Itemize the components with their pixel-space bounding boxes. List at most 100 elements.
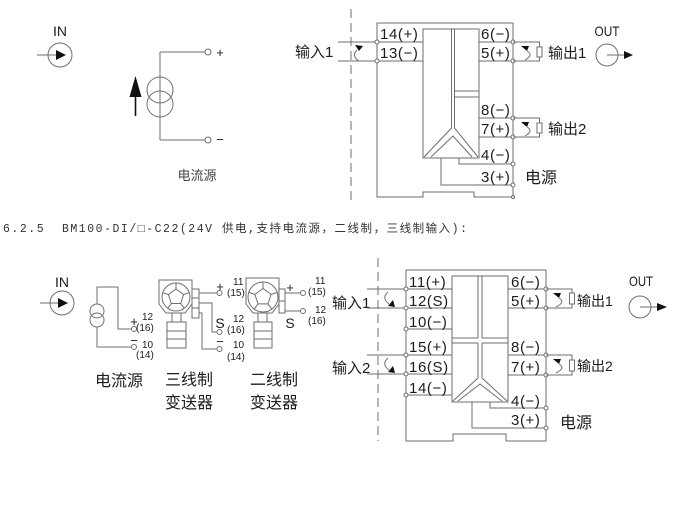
out-arrowhead	[657, 303, 667, 311]
transmitter-label-line1: 三线制	[165, 371, 213, 389]
core-divider-right	[454, 29, 479, 158]
top-out-symbol: OUT	[595, 23, 633, 67]
terminal-label: 4(−)	[481, 147, 511, 164]
terminal-label: 5(+)	[481, 45, 511, 62]
arrowhead	[521, 46, 529, 51]
current-source-label: 电流源	[95, 372, 143, 390]
terminal-dot	[403, 326, 409, 332]
bottom-input-1: 输入1	[332, 291, 395, 312]
terminal-number: 12	[315, 305, 327, 316]
arrowhead	[553, 359, 561, 364]
output-arrow-circle-icon	[595, 43, 633, 67]
input-arrow-circle-icon	[40, 290, 75, 316]
connector-block	[278, 300, 286, 314]
core-cross-lines	[452, 276, 508, 344]
arrowhead	[355, 45, 363, 51]
dial-spokes	[162, 283, 190, 309]
transmitter-label-line2: 变送器	[165, 394, 213, 412]
terminal-dot	[300, 308, 306, 314]
top-output-1: 输出1	[513, 41, 586, 62]
bottom-input-2: 输入2	[332, 357, 395, 377]
power-wire-plus	[471, 402, 546, 429]
bottom-output-2: 输出2	[546, 354, 613, 376]
terminal-label: 6(−)	[481, 26, 511, 43]
in-label: IN	[53, 23, 67, 39]
terminal-alt-number: (16)	[308, 316, 326, 327]
core-diverging-lines	[452, 343, 508, 402]
power-wire-minus	[489, 402, 546, 409]
terminal-label: 3(+)	[511, 412, 541, 429]
dial-hub	[167, 288, 185, 304]
bottom-out-symbol: OUT	[628, 273, 667, 319]
terminal-dot	[510, 161, 516, 167]
terminal-dot	[131, 326, 137, 332]
terminal-number: 10	[142, 340, 154, 351]
terminal-sign: S	[215, 315, 224, 331]
load-resistor-icon	[569, 292, 575, 305]
terminal-dot	[216, 290, 223, 296]
bottom-diagram: IN + 12 (16) − 10 (14) 电流源	[40, 258, 667, 442]
in-arrowhead	[56, 50, 66, 60]
terminal-number: 10	[233, 340, 245, 351]
out-arrowhead	[624, 51, 633, 59]
terminal-label: 11(+)	[409, 274, 446, 291]
connector-block	[278, 288, 286, 302]
core-inner-chevron	[430, 135, 473, 158]
current-source-label: 电流源	[177, 168, 216, 183]
wire-minus	[96, 327, 132, 348]
arrowhead	[521, 122, 529, 127]
output-arrow-circle-icon	[628, 295, 667, 319]
current-direction-arrow-icon	[129, 76, 142, 116]
current-source-icon	[89, 303, 105, 328]
terminal-alt-number: (16)	[227, 325, 245, 336]
load-resistor-icon	[536, 46, 543, 58]
terminal-number: 11	[233, 277, 244, 288]
bottom-current-source: + 12 (16) − 10 (14) 电流源	[89, 286, 154, 390]
power-label: 电源	[525, 169, 557, 187]
arc	[524, 50, 531, 61]
output-label: 输出2	[577, 358, 613, 374]
terminal-dot	[204, 136, 212, 144]
input-current-arrow-icon	[384, 291, 395, 307]
output-loop	[546, 288, 573, 309]
input-current-arrow-icon	[353, 45, 363, 62]
terminal-alt-number: (15)	[308, 287, 326, 298]
terminal-label: 8(−)	[481, 102, 511, 119]
terminal-dot	[374, 58, 380, 64]
terminal-number: 12	[233, 314, 245, 325]
load-resistor-icon	[536, 122, 543, 134]
module-core	[451, 275, 509, 403]
source-circle-lower	[146, 90, 174, 118]
terminal-dot	[216, 329, 223, 335]
terminal-label: 10(−)	[409, 314, 447, 331]
bottom-in-symbol: IN	[40, 274, 75, 316]
transmitter-body	[253, 321, 273, 349]
arc	[384, 291, 390, 305]
out-label: OUT	[629, 273, 653, 289]
transmitter-icon	[158, 279, 200, 349]
transmitter-body	[166, 321, 187, 349]
top-in-symbol: IN	[37, 23, 73, 68]
input-label: 输入1	[295, 44, 333, 61]
terminal-sign: +	[130, 314, 138, 329]
terminal-dot	[204, 48, 212, 56]
input-label: 输入1	[332, 295, 370, 312]
wire-minus	[199, 312, 217, 350]
output-label: 输出1	[577, 293, 613, 309]
terminal-alt-number: (16)	[136, 323, 154, 334]
arrowhead	[388, 366, 395, 373]
arc	[384, 357, 390, 371]
transmitter-neck	[257, 312, 268, 323]
terminal-label: 14(−)	[409, 380, 447, 397]
terminal-dot	[403, 305, 409, 311]
output-current-arrow-icon	[521, 46, 531, 61]
section-heading: 6.2.5 BM100-DI/□-C22(24V 供电,支持电流源，二线制，三线…	[3, 221, 467, 236]
connector-block	[191, 307, 200, 319]
terminal-dot	[300, 290, 306, 296]
plus-sign: +	[216, 45, 224, 60]
output-label: 输出2	[548, 121, 586, 138]
terminal-dot	[510, 182, 516, 188]
arrowhead	[553, 293, 561, 298]
output-current-arrow-icon	[553, 359, 563, 374]
transmitter-label-line2: 变送器	[250, 394, 298, 412]
